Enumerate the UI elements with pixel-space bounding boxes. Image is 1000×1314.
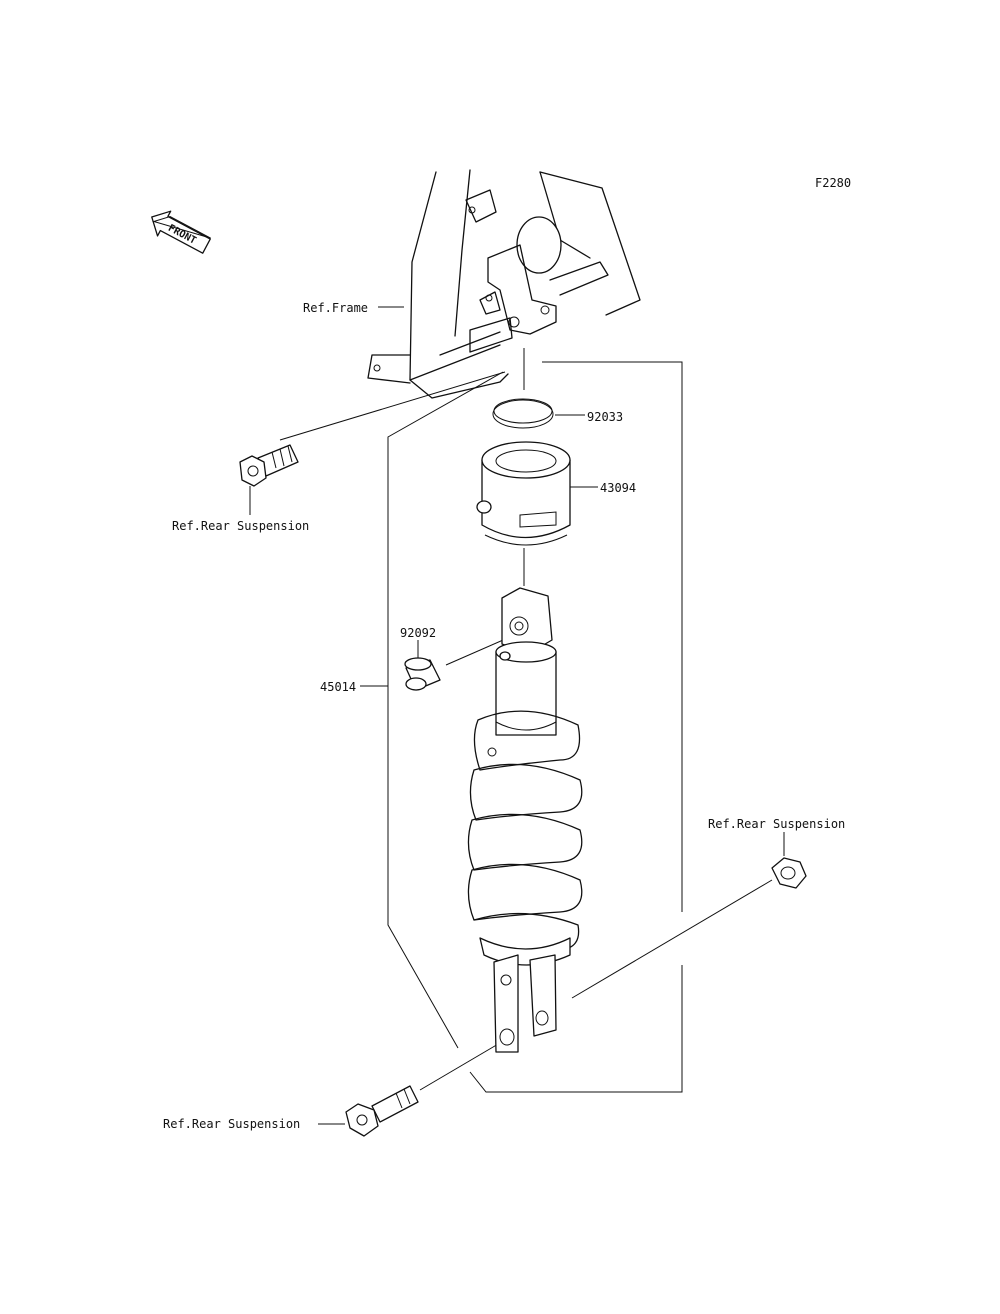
label-45014: 45014 [320,680,356,694]
lower-mount-bolt: Ref.Rear Suspension [163,1085,419,1137]
label-ref-rear-suspension-upper-bolt: Ref.Rear Suspension [172,519,309,533]
assembly-axis-lines [279,348,773,1091]
frame-reference [367,169,641,399]
upper-mount-bolt: Ref.Rear Suspension [172,444,309,533]
ref-frame-callout: Ref.Frame [303,301,404,315]
label-ref-frame: Ref.Frame [303,301,368,315]
assembly-bracket [387,361,683,1093]
front-arrow-icon: FRONT [151,210,211,254]
circlip-92033: 92033 [492,398,623,429]
collar-43094: 43094 [476,441,636,546]
spacer-92092: 92092 [400,626,441,691]
label-43094: 43094 [600,481,636,495]
figure-code: F2280 [815,176,851,190]
label-ref-rear-suspension-nut: Ref.Rear Suspension [708,817,845,831]
label-ref-rear-suspension-lower-bolt: Ref.Rear Suspension [163,1117,300,1131]
label-92033: 92033 [587,410,623,424]
lower-mount-nut: Ref.Rear Suspension [708,817,845,889]
coil-spring [467,710,583,954]
shock-absorber-45014: 45014 [320,587,583,1053]
label-92092: 92092 [400,626,436,640]
